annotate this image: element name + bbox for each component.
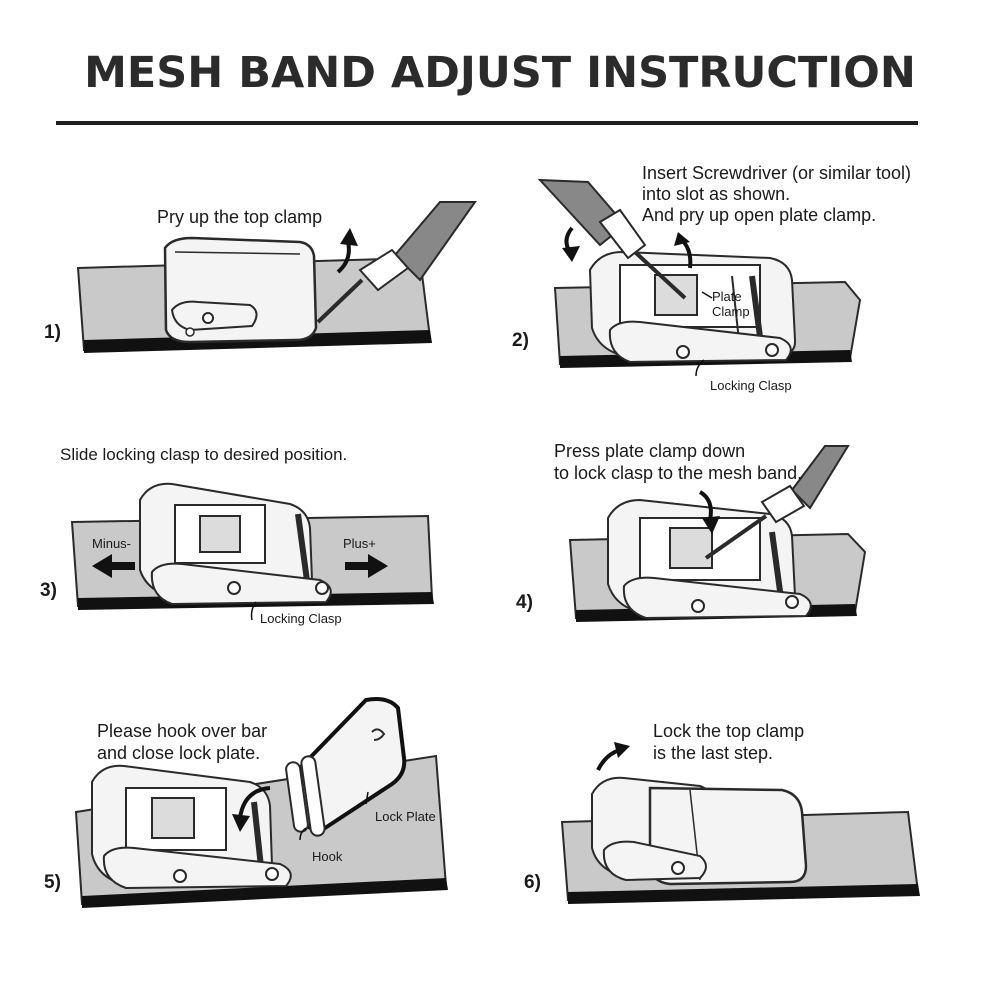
step-3-number: 3) (40, 580, 57, 601)
step-1-illustration (76, 201, 477, 353)
step-3-plus-label: Plus+ (343, 536, 376, 551)
step-5-hook-label: Hook (312, 849, 343, 864)
step-4-illustration (568, 445, 867, 622)
step-5-caption-line-1: Please hook over bar (97, 721, 268, 741)
page-title: MESH BAND ADJUST INSTRUCTION (84, 48, 916, 98)
step-1-caption: Pry up the top clamp (157, 207, 323, 227)
step-5-lock-plate-label: Lock Plate (375, 809, 436, 824)
step-4-panel: Press plate clamp down to lock clasp to … (500, 430, 1000, 660)
step-2-panel: Insert Screwdriver (or similar tool) int… (500, 140, 1000, 400)
step-2-caption-line-2: into slot as shown. (642, 184, 791, 204)
step-3-caption: Slide locking clasp to desired position. (60, 445, 348, 464)
step-5-illustration (74, 697, 448, 908)
step-3-illustration (70, 482, 434, 621)
step-1-number: 1) (44, 322, 61, 343)
step-6-caption-line-2: is the last step. (653, 743, 774, 763)
step-4-caption-line-1: Press plate clamp down (554, 441, 746, 461)
step-3-locking-clasp-label: Locking Clasp (260, 611, 342, 626)
step-2-caption-line-3: And pry up open plate clamp. (642, 205, 877, 225)
step-5-panel: Please hook over bar and close lock plat… (0, 690, 500, 930)
step-3-panel: Slide locking clasp to desired position.… (0, 430, 500, 660)
step-2-clamp-label: Clamp (712, 304, 750, 319)
step-2-plate-label: Plate (712, 289, 742, 304)
step-6-number: 6) (524, 872, 541, 893)
step-5-number: 5) (44, 872, 61, 893)
step-2-caption-line-1: Insert Screwdriver (or similar tool) (642, 163, 912, 183)
step-2-illustration (537, 178, 862, 377)
step-1-panel: Pry up the top clamp 1) (0, 140, 500, 400)
step-2-locking-clasp-label: Locking Clasp (710, 378, 792, 393)
step-2-number: 2) (512, 330, 529, 351)
step-6-panel: Lock the top clamp is the last step. 6) (500, 690, 1000, 930)
step-3-minus-label: Minus- (92, 536, 132, 551)
title-divider (56, 121, 918, 125)
step-4-number: 4) (516, 592, 533, 613)
step-6-caption-line-1: Lock the top clamp (653, 721, 805, 741)
step-4-caption-line-2: to lock clasp to the mesh band. (554, 463, 803, 483)
step-6-illustration (560, 742, 920, 904)
step-5-caption-line-2: and close lock plate. (97, 743, 261, 763)
